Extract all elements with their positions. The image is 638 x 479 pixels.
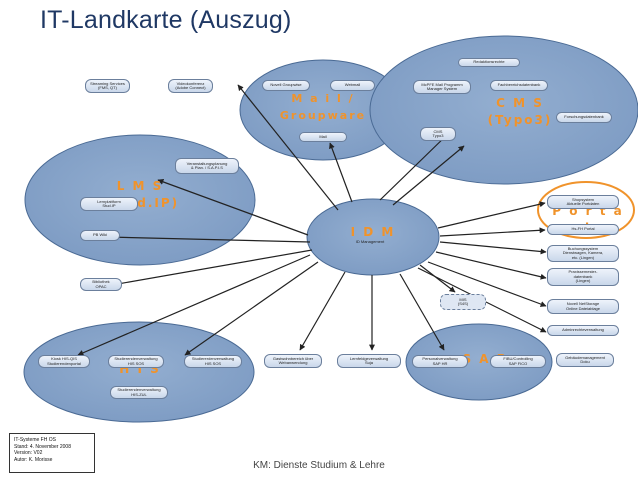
box-redaktion: Redaktionsrechte [458, 58, 520, 67]
box-kiosk: Kiosk HIS-QIS Studierendenportal [38, 355, 90, 368]
cms-group-ellipse [369, 35, 638, 185]
info-line: IT-Systeme FH OS [14, 437, 56, 443]
idm-connections [77, 84, 547, 356]
sap-group-ellipse [405, 323, 553, 401]
box-adminrechte: Adminrechteverwaltung [547, 325, 619, 336]
box-hsportal: Hs-FH Portal [547, 224, 619, 235]
box-lernplatt: Lernplattform Stud.IP [80, 197, 138, 211]
info-line: Version: V02 [14, 450, 43, 456]
box-pruef: Studierendenverwaltung HIS-ZUL [110, 386, 168, 399]
box-cmstypo: CMS Typo3 [420, 127, 456, 141]
idm-group-label: I D M [350, 225, 396, 239]
info-box: IT-Systeme FH OS Stand: 4. November 2008… [9, 433, 95, 473]
box-forschung: Forschungsdatenbank [556, 112, 612, 123]
box-veranst: Veranstaltungsplanung & Plan. / S.A.P.I.… [175, 158, 239, 174]
box-sv-his2: Studiererdenverwaltung HIS SOS [184, 355, 242, 368]
box-lernfeld: Lernfeldgeverwaltung Suja [337, 354, 401, 368]
idm-group-ellipse [306, 198, 440, 276]
box-bibliothek: Bibliothek OPAC [80, 278, 122, 291]
page-title: IT-Landkarte (Auszug) [40, 6, 292, 34]
box-streaming: Streaming Services (FMS, QT) [85, 79, 130, 93]
box-fibu: FIBU/Controlling SAP FICO [490, 355, 546, 368]
box-video: Videokonferenz (Adobe Connect) [168, 79, 213, 93]
portal-group-ellipse [537, 181, 635, 239]
box-buchung: Buchungssystem Dienstwagen, Kamera, etc.… [547, 245, 619, 262]
footer: KM: Dienste Studium & Lehre [253, 460, 385, 471]
box-netstorage: Novell NetStorage Online Dateiablage [547, 299, 619, 314]
box-gastwohn: Gastwohnbereich über Webanwendung [264, 354, 322, 368]
box-idm-sub: ID Management [355, 239, 385, 244]
box-shop: Shopsystem Aktuelle Portdaten [547, 195, 619, 209]
cms-group-label: C M S (Typo3) [487, 96, 553, 127]
info-line: Autor: K. Morisse [14, 456, 53, 463]
box-pbwiki: PB Wiki [80, 230, 120, 241]
mail-group-label: M a i l / Groupware [279, 92, 367, 122]
box-mapper: McPFE Mail Programm Manager System [413, 80, 471, 94]
box-geb: Gebäudemanagement Doku [556, 353, 614, 367]
box-webmail: Webmail [330, 80, 375, 91]
box-mail: Mail [299, 132, 347, 142]
box-praxis: Praxissemester- datenbank (Lingen) [547, 268, 619, 286]
his-group-label: H I S [119, 362, 161, 376]
info-line: Stand: 4. November 2008 [14, 443, 71, 450]
box-novell: Novell Groupwise [262, 80, 310, 91]
box-fachbereich: Fachbereichsdatenbank [490, 80, 548, 91]
box-personal: Personalverwaltung SAP HR [412, 355, 468, 368]
box-sv-his: Studierendenverwaltung HIS SOS [108, 355, 164, 368]
box-mis: MIS (S4S) [440, 294, 486, 310]
